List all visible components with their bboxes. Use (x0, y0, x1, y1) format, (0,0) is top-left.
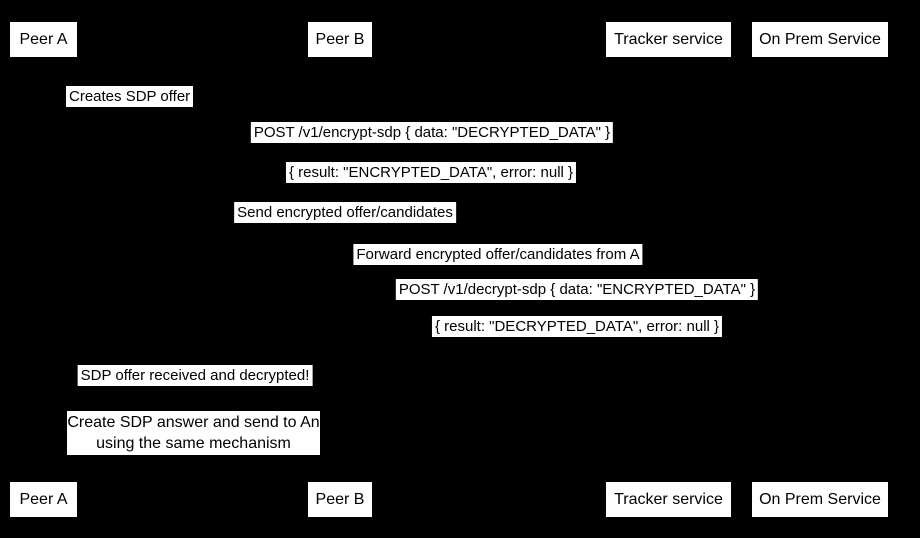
actor-peer-a-top: Peer A (10, 22, 77, 57)
message-send-encrypted-offer: Send encrypted offer/candidates (234, 202, 456, 223)
message-decrypt-result: { result: "DECRYPTED_DATA", error: null … (431, 316, 723, 337)
actor-on-prem-service-top: On Prem Service (752, 22, 888, 57)
message-sdp-offer-received: SDP offer received and decrypted! (77, 365, 313, 386)
actor-tracker-service-top: Tracker service (606, 22, 731, 57)
actor-peer-a-bottom: Peer A (10, 482, 77, 517)
actor-peer-b-top: Peer B (308, 22, 372, 57)
message-post-encrypt-sdp: POST /v1/encrypt-sdp { data: "DECRYPTED_… (250, 122, 614, 143)
note-create-sdp-answer: Create SDP answer and send to An using t… (67, 411, 320, 455)
actor-tracker-service-bottom: Tracker service (606, 482, 731, 517)
message-encrypt-result: { result: "ENCRYPTED_DATA", error: null … (285, 162, 577, 183)
actor-on-prem-service-bottom: On Prem Service (752, 482, 888, 517)
note-line-2: using the same mechanism (96, 435, 291, 452)
actor-peer-b-bottom: Peer B (308, 482, 372, 517)
note-line-1: Create SDP answer and send to An (67, 414, 320, 431)
message-post-decrypt-sdp: POST /v1/decrypt-sdp { data: "ENCRYPTED_… (395, 279, 759, 300)
message-forward-encrypted-offer: Forward encrypted offer/candidates from … (353, 244, 643, 265)
message-creates-sdp-offer: Creates SDP offer (66, 86, 194, 107)
